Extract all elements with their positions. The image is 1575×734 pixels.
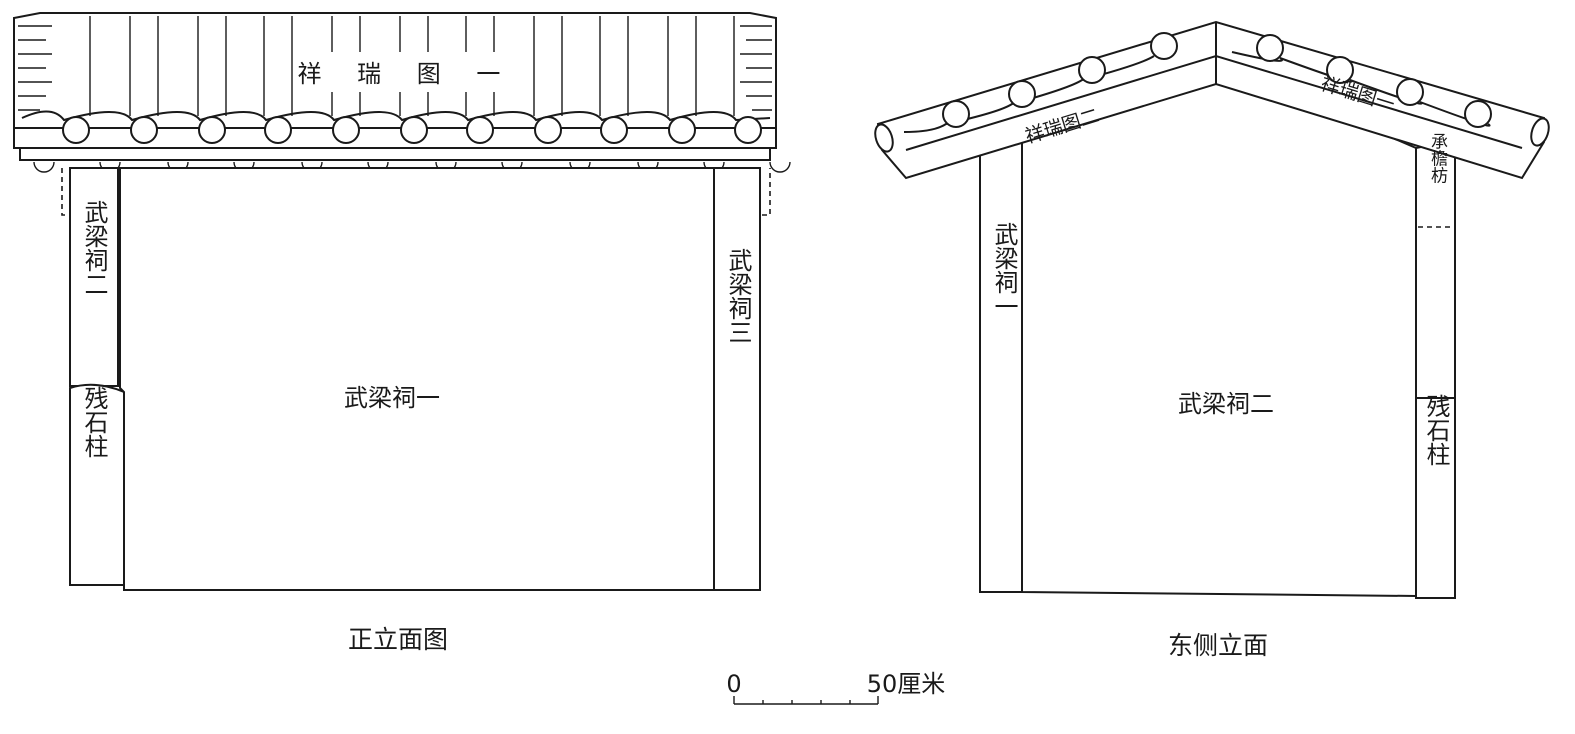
- front-eave-board: [13, 127, 777, 149]
- front-roof-tile-end: [734, 116, 762, 144]
- front-roof-tile-ridges: [89, 16, 735, 116]
- front-rafter-end: [33, 161, 55, 173]
- side-elevation: 祥瑞图二 祥瑞图一 武梁祠一 武梁祠二 承檐枋 残石柱 东侧立面: [874, 20, 1550, 660]
- front-elevation: 祥 瑞 图 一 武梁祠二 残石柱 武梁祠一 武梁祠三 正立面图: [13, 12, 791, 654]
- side-left-pillar-label: 武梁祠一: [990, 222, 1018, 318]
- front-roof-tile-end: [198, 116, 226, 144]
- side-roof-tile-end: [1150, 32, 1178, 60]
- front-right-pillar: [713, 167, 761, 591]
- front-eave-lintel: [19, 147, 771, 161]
- side-left-pillar: [979, 136, 1023, 593]
- front-roof-tile-ridge: [627, 16, 669, 116]
- front-roof-tile-end: [534, 116, 562, 144]
- side-caption: 东侧立面: [1168, 631, 1268, 660]
- front-roof-tile-end: [130, 116, 158, 144]
- front-right-pillar-label: 武梁祠三: [724, 248, 752, 344]
- front-center-wall: [119, 167, 715, 591]
- front-left-pillar-top-label: 武梁祠二: [80, 200, 108, 296]
- scale-bar: 0 50厘米: [726, 670, 946, 705]
- front-caption: 正立面图: [348, 625, 448, 654]
- side-roof-tile-end: [1008, 80, 1036, 108]
- side-roof-tile-end: [1396, 78, 1424, 106]
- front-roof-label-bg: [296, 52, 506, 92]
- front-roof-tile-ridge: [157, 16, 199, 116]
- front-rafter-end: [769, 161, 791, 173]
- side-roof-tile-end: [1464, 100, 1492, 128]
- side-roof-right-end: [1530, 117, 1550, 147]
- side-roof-tile-end: [1256, 34, 1284, 62]
- side-right-pillar: [1415, 138, 1456, 599]
- front-roof-tile-end: [332, 116, 360, 144]
- side-right-pillar-top-label: 承檐枋: [1427, 132, 1448, 184]
- front-roof-tile-ridge: [695, 16, 735, 116]
- side-center-wall-label: 武梁祠二: [1178, 390, 1274, 418]
- side-roof-scallop: [903, 51, 1491, 133]
- side-roof-tile-ends: [942, 32, 1492, 128]
- side-roof: 祥瑞图二 祥瑞图一: [874, 20, 1550, 180]
- side-roof-left-end: [874, 123, 894, 153]
- scale-end-label: 50厘米: [867, 670, 946, 698]
- front-roof-left-ornament: [18, 25, 52, 111]
- side-right-pillar-bottom-label: 残石柱: [1422, 394, 1450, 466]
- front-roof-tile-ridge: [89, 16, 131, 116]
- side-roof-tile-end: [942, 100, 970, 128]
- front-roof-label: 祥 瑞 图 一: [298, 60, 515, 88]
- front-roof-tile-end: [668, 116, 696, 144]
- front-center-wall-label: 武梁祠一: [344, 384, 440, 412]
- front-roof-tile-ridge: [225, 16, 265, 116]
- front-roof-tile-ends: [62, 116, 762, 144]
- scale-bar-line: [733, 696, 879, 705]
- front-roof-tile-end: [466, 116, 494, 144]
- front-roof-tile-end: [400, 116, 428, 144]
- front-roof: 祥 瑞 图 一: [13, 12, 791, 173]
- side-roof-tile-end: [1078, 56, 1106, 84]
- front-roof-tile-end: [264, 116, 292, 144]
- front-left-pillar-upper: [69, 167, 119, 387]
- scale-zero-label: 0: [726, 670, 741, 698]
- front-roof-right-ornament: [740, 25, 772, 111]
- side-center-wall: [1021, 60, 1417, 598]
- front-roof-tile-ridge: [561, 16, 601, 116]
- front-roof-tile-end: [600, 116, 628, 144]
- front-roof-tile-end: [62, 116, 90, 144]
- front-left-pillar-bottom-label: 残石柱: [80, 386, 108, 458]
- side-roof-tile-end: [1326, 56, 1354, 84]
- front-roof-scallop: [21, 110, 771, 122]
